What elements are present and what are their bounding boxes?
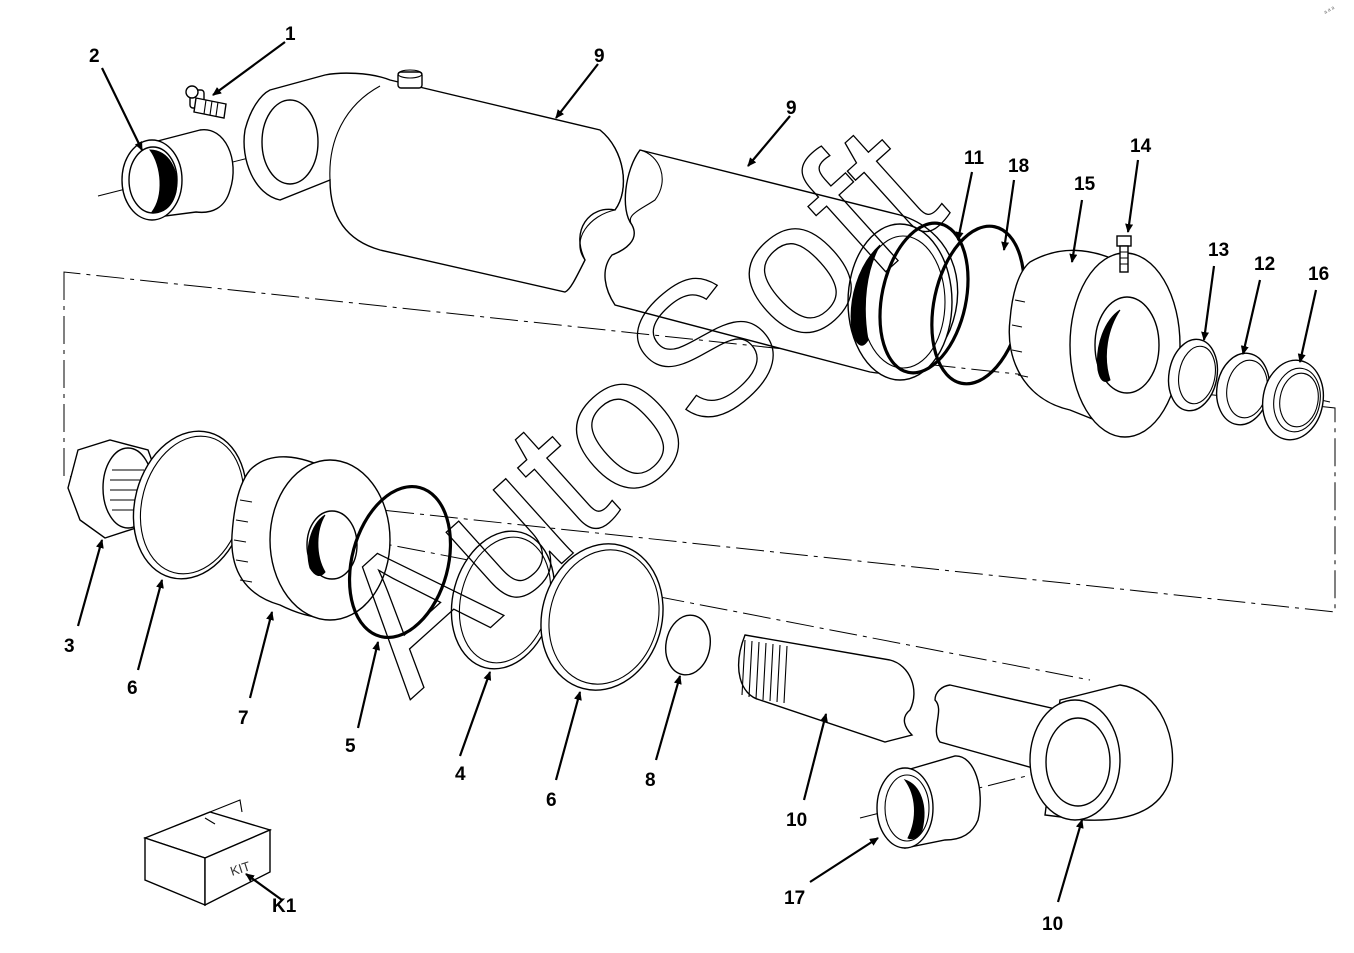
part-12-rod-seal xyxy=(1215,352,1271,426)
leader-11 xyxy=(955,171,974,241)
leader-4 xyxy=(458,671,492,757)
part-13-wear-ring xyxy=(1167,338,1219,412)
leader-18 xyxy=(1001,179,1016,251)
callout-1: 1 xyxy=(285,24,296,45)
part-16-wiper xyxy=(1261,359,1325,441)
leader-9b xyxy=(747,115,791,167)
part-17-bushing xyxy=(876,755,981,849)
callout-labels: 1 2 3 4 5 6 6 7 8 9 9 10 10 11 12 13 14 … xyxy=(64,24,1329,935)
leader-3 xyxy=(76,539,104,627)
part-5-o-ring xyxy=(347,484,453,640)
part-9-cylinder-barrel-lower xyxy=(604,149,959,381)
leader-10b xyxy=(1056,819,1084,903)
part-8-o-ring xyxy=(665,614,711,676)
callout-18: 18 xyxy=(1008,156,1029,177)
part-10-piston-rod xyxy=(738,634,1065,771)
callout-7: 7 xyxy=(238,708,249,729)
callout-6-left: 6 xyxy=(127,678,138,699)
part-10-rod-eye xyxy=(1029,684,1174,821)
callout-9-upper: 9 xyxy=(594,46,605,67)
callout-6-right: 6 xyxy=(546,790,557,811)
leader-2 xyxy=(101,67,143,151)
leader-7 xyxy=(248,611,274,699)
leader-13 xyxy=(1201,265,1216,341)
part-6-backup-ring-right xyxy=(540,543,664,691)
callout-k1: K1 xyxy=(272,896,297,917)
leader-5 xyxy=(356,641,381,729)
leader-17 xyxy=(809,837,879,883)
callout-leaders xyxy=(76,41,1318,903)
leader-8 xyxy=(654,675,682,761)
leader-12 xyxy=(1240,279,1262,355)
leader-1 xyxy=(212,41,286,96)
callout-11: 11 xyxy=(964,148,985,169)
leader-15 xyxy=(1069,199,1084,263)
callout-10-rod: 10 xyxy=(786,810,807,831)
part-11-o-ring xyxy=(878,221,970,375)
leader-10a xyxy=(802,713,828,801)
callout-15: 15 xyxy=(1074,174,1096,195)
callout-17: 17 xyxy=(784,888,805,909)
callout-14: 14 xyxy=(1130,136,1152,157)
callout-16: 16 xyxy=(1308,264,1329,285)
part-2-bushing xyxy=(121,129,234,221)
callout-8: 8 xyxy=(645,770,656,791)
part-14-setscrew xyxy=(1116,235,1132,273)
callout-13: 13 xyxy=(1208,240,1229,261)
part-15-gland xyxy=(1008,249,1181,438)
part-1-grease-fitting xyxy=(185,85,227,119)
leader-14 xyxy=(1125,159,1140,233)
callout-5: 5 xyxy=(345,736,356,757)
kit-box-icon: KIT xyxy=(142,799,273,907)
callout-4: 4 xyxy=(455,764,466,785)
callout-10-eye: 10 xyxy=(1042,914,1063,935)
leader-16 xyxy=(1297,289,1318,363)
part-9-cylinder-barrel-upper xyxy=(243,69,625,293)
corner-tag: a a a xyxy=(1323,5,1336,16)
callout-2: 2 xyxy=(89,46,100,67)
callout-9-lower: 9 xyxy=(786,98,797,119)
leader-9a xyxy=(555,63,599,119)
callout-12: 12 xyxy=(1254,254,1275,275)
leader-6a xyxy=(136,579,164,671)
callout-3: 3 xyxy=(64,636,75,657)
leader-k1 xyxy=(245,873,283,901)
leader-6b xyxy=(554,691,582,781)
part-7-piston xyxy=(231,456,391,621)
